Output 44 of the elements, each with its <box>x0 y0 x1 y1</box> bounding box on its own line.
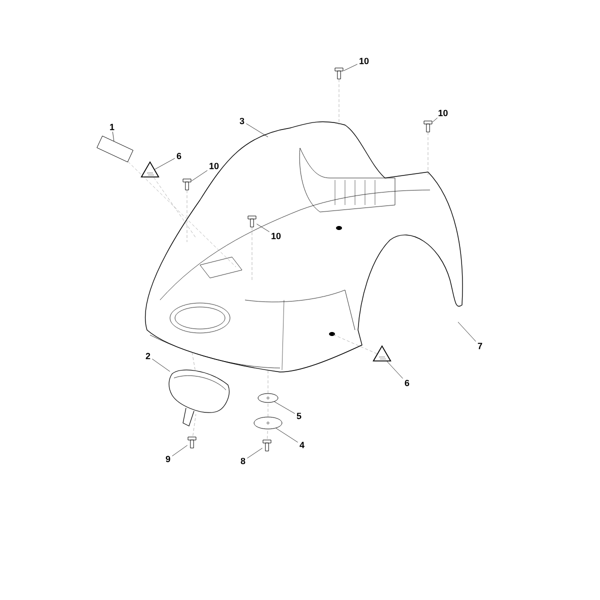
callout-number: 9 <box>166 456 170 462</box>
screw-drawing <box>188 436 196 448</box>
assembly-line <box>128 162 236 268</box>
leader-line <box>152 358 170 372</box>
leader-line <box>256 224 270 232</box>
callout-number: 4 <box>300 442 304 448</box>
assembly-line <box>186 190 188 242</box>
callout-number: 1 <box>110 124 114 130</box>
leader-line <box>276 428 298 442</box>
leader-line <box>432 118 438 122</box>
leader-line <box>274 402 296 414</box>
callout-number: 10 <box>438 110 448 116</box>
washer-drawing <box>254 416 282 430</box>
callout-number: 8 <box>240 458 246 464</box>
callout-number: 10 <box>360 58 369 64</box>
leader-line <box>247 448 263 458</box>
washer-drawing <box>258 393 278 403</box>
leader-line <box>458 322 476 342</box>
screw-drawing <box>334 68 344 80</box>
leader-line <box>386 361 404 379</box>
callout-number: 6 <box>176 152 182 160</box>
leader-line <box>246 123 268 138</box>
assembly-line <box>338 79 340 126</box>
cover-drawing <box>168 370 230 426</box>
leader-line <box>154 158 176 170</box>
callout-number: 2 <box>146 352 150 360</box>
callout-number: 3 <box>240 118 244 124</box>
leader-line <box>172 445 188 456</box>
assembly-line <box>192 414 196 436</box>
callout-number: 6 <box>404 380 410 386</box>
screw-drawing <box>182 178 192 190</box>
assembly-line <box>267 429 268 439</box>
screw-drawing <box>424 120 432 132</box>
leader-line <box>112 132 114 142</box>
leader-line <box>191 170 208 182</box>
leader-line <box>344 64 358 71</box>
screw-drawing <box>262 440 272 452</box>
callout-number: 10 <box>210 162 219 170</box>
assembly-line <box>192 352 196 370</box>
assembly-line <box>332 334 378 354</box>
label-decal <box>96 136 134 162</box>
callout-number: 5 <box>296 412 302 420</box>
assembly-line <box>154 177 196 238</box>
callout-number: 7 <box>478 342 482 350</box>
